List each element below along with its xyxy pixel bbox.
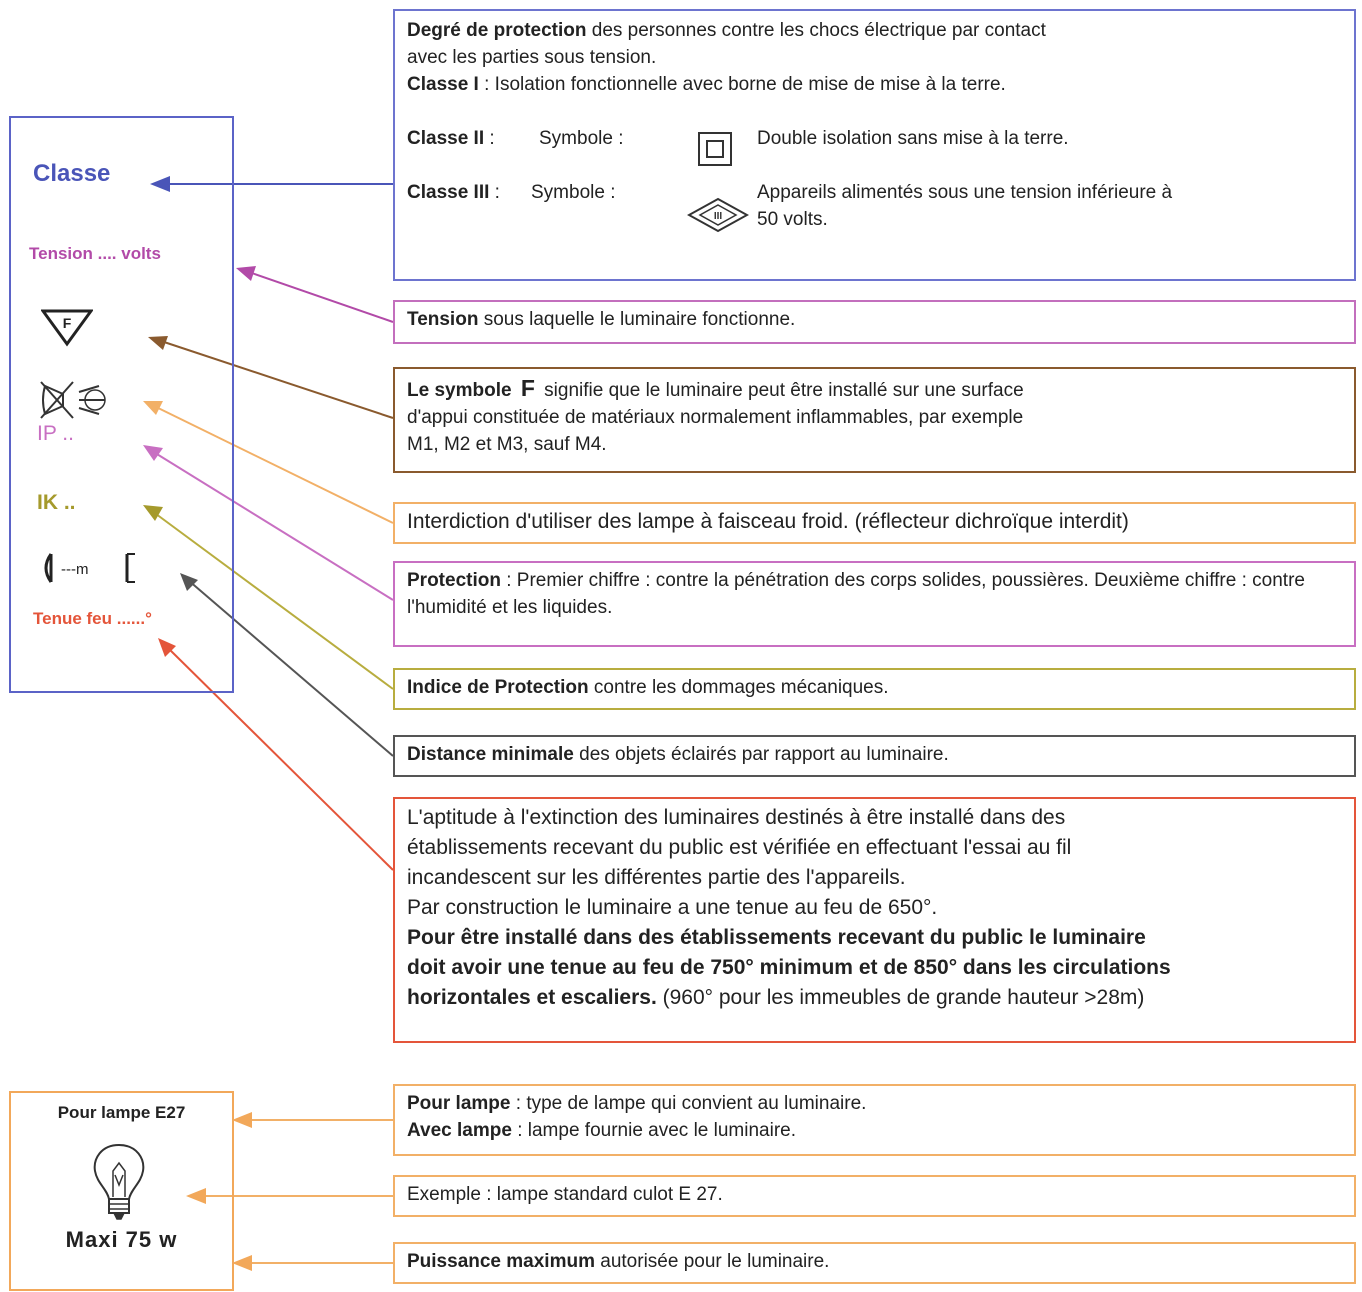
symbole-line3: M1, M2 et M3, sauf M4. [407, 434, 607, 455]
classe-2-text: Double isolation sans mise à la terre. [757, 128, 1069, 149]
classe-3-text: Appareils alimentés sous une tension inf… [757, 182, 1173, 230]
box-protection-ip: Protection : Premier chiffre : contre la… [393, 561, 1356, 647]
feu-line4: Par construction le luminaire a une tenu… [407, 896, 938, 919]
luminaire-label-panel: Classe Tension .... volts F IP .. IK .. … [9, 116, 234, 693]
ik-bold: Indice de Protection [407, 677, 589, 698]
feu-line3: incandescent sur les différentes partie … [407, 866, 906, 889]
box-classe: Degré de protection des personnes contre… [393, 9, 1356, 281]
classe-3-sep: : [489, 182, 500, 203]
puissance-rest: autorisée pour le luminaire. [594, 1251, 830, 1272]
tension-bold: Tension [407, 309, 479, 330]
lamp-max-power: Maxi 75 w [65, 1227, 178, 1252]
classe-2-sep: : [484, 128, 495, 149]
diamond-iii-text: III [714, 211, 723, 222]
feu-line2: établissements recevant du public est vé… [407, 836, 1072, 859]
feu-line6: doit avoir une tenue au feu de 750° mini… [407, 956, 1171, 979]
arrow-tension [245, 270, 394, 323]
tenue-feu-label: Tenue feu ......° [33, 609, 152, 628]
classe-3-symbole: Symbole : [531, 182, 616, 203]
box-symbole-f: Le symbole F signifie que le luminaire p… [393, 367, 1356, 473]
pour-lampe-bold: Pour lampe [407, 1093, 511, 1114]
symbole-line1: signifie que le luminaire peut être inst… [538, 380, 1024, 401]
ip-label: IP .. [37, 422, 74, 445]
exemple-text: Exemple : lampe standard culot E 27. [407, 1184, 723, 1205]
classe-label: Classe [33, 160, 111, 187]
distance-text: ---m [61, 561, 88, 578]
double-square-icon [697, 131, 733, 175]
box-puissance: Puissance maximum autorisée pour le lumi… [393, 1242, 1356, 1284]
arrowhead-pour-lampe [232, 1112, 252, 1128]
pour-lampe-rest: : type de lampe qui convient au luminair… [510, 1093, 867, 1114]
feu-line5: Pour être installé dans des établissemen… [407, 926, 1146, 949]
box-pour-lampe: Pour lampe : type de lampe qui convient … [393, 1084, 1356, 1156]
avec-lampe-rest: : lampe fournie avec le luminaire. [511, 1120, 797, 1141]
arrowhead-tension [236, 266, 256, 281]
classe-1-text: : Isolation fonctionnelle avec borne de … [478, 74, 1006, 95]
crossed-dichroic-lamp-icon [39, 378, 113, 427]
light-bulb-icon [89, 1141, 149, 1228]
distance-rest: des objets éclairés par rapport au lumin… [573, 744, 949, 765]
froid-text: Interdiction d'utiliser des lampe à fais… [407, 510, 1129, 533]
symbole-line2: d'appui constituée de matériaux normalem… [407, 407, 1024, 428]
ik-rest: contre les dommages mécaniques. [588, 677, 889, 698]
feu-line7-bold: horizontales et escaliers. [407, 986, 657, 1009]
classe-2-label: Classe II [407, 128, 485, 149]
box-distance-minimale: Distance minimale des objets éclairés pa… [393, 735, 1356, 777]
protection-rest: : Premier chiffre : contre la pénétratio… [407, 570, 1305, 618]
protection-bold: Protection [407, 570, 501, 591]
classe-description: Degré de protection des personnes contre… [407, 17, 1207, 71]
box-indice-ik: Indice de Protection contre les dommages… [393, 668, 1356, 710]
tension-rest: sous laquelle le luminaire fonctionne. [478, 309, 796, 330]
lamp-panel: Pour lampe E27 Maxi 75 w [9, 1091, 234, 1291]
symbole-bold: Le symbole [407, 380, 512, 401]
diamond-iii-icon: III [686, 197, 750, 241]
f-triangle-icon: F [40, 308, 94, 353]
minimum-distance-icon: ---m [39, 550, 139, 591]
avec-lampe-bold: Avec lampe [407, 1120, 512, 1141]
box-tension: Tension sous laquelle le luminaire fonct… [393, 300, 1356, 344]
feu-line7-rest: (960° pour les immeubles de grande haute… [656, 986, 1145, 1009]
f-letter: F [63, 315, 72, 331]
arrowhead-puissance [232, 1255, 252, 1271]
tension-label: Tension .... volts [29, 244, 161, 263]
classe-2-symbole: Symbole : [539, 128, 624, 149]
classe-2-row: Classe II : [407, 125, 495, 152]
classe-1-label: Classe I [407, 74, 479, 95]
lamp-panel-title: Pour lampe E27 [57, 1103, 186, 1122]
symbole-letter: F [520, 375, 535, 401]
feu-line1: L'aptitude à l'extinction des luminaires… [407, 806, 1066, 829]
classe-3-label: Classe III [407, 182, 490, 203]
box-faisceau-froid: Interdiction d'utiliser des lampe à fais… [393, 502, 1356, 544]
classe-3-row: Classe III : [407, 179, 500, 206]
ik-label: IK .. [37, 491, 76, 514]
classe-desc-bold: Degré de protection [407, 20, 587, 41]
distance-bold: Distance minimale [407, 744, 574, 765]
box-tenue-feu: L'aptitude à l'extinction des luminaires… [393, 797, 1356, 1043]
box-exemple: Exemple : lampe standard culot E 27. [393, 1175, 1356, 1217]
classe-desc-rest: des personnes contre les chocs électriqu… [586, 20, 1046, 41]
puissance-bold: Puissance maximum [407, 1251, 595, 1272]
classe-1-row: Classe I : Isolation fonctionnelle avec … [407, 71, 1006, 98]
classe-desc-line2: avec les parties sous tension. [407, 47, 657, 68]
